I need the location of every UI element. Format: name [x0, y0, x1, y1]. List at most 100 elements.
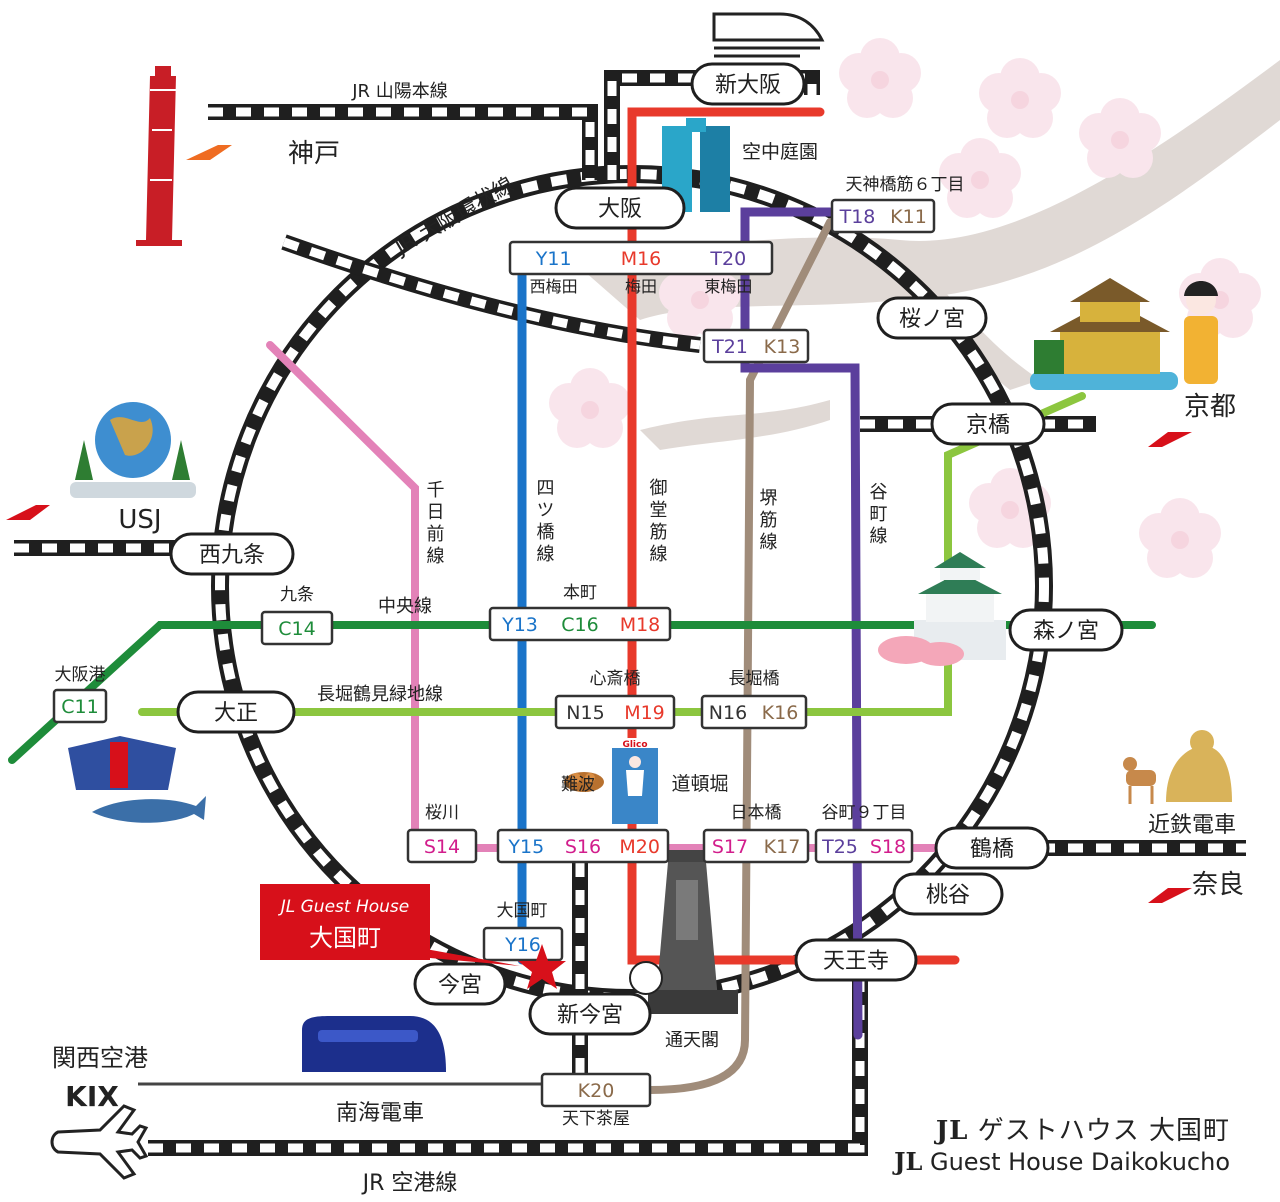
hub-umeda-name-0: 西梅田: [530, 277, 578, 296]
midosuji-line-label: 御堂筋線: [647, 478, 668, 566]
station-tsuruhashi-label: 鶴橋: [970, 837, 1014, 862]
direction-arrows: [6, 145, 1192, 903]
hub-shinsaibashi-box[interactable]: [554, 694, 676, 730]
shinkansen-icon: [712, 12, 825, 58]
hub-osakako-box[interactable]: [52, 688, 108, 724]
tanimachi-line-label: 谷町線: [867, 482, 888, 548]
nagahori-line-label: 長堀鶴見緑地線: [317, 684, 443, 705]
station-code-c11: C11: [61, 696, 98, 718]
station-shin-imamiya-label: 新今宮: [557, 1003, 623, 1028]
jr-sanyo-track: [208, 104, 598, 180]
station-osaka-pill[interactable]: [554, 186, 686, 230]
yotsubashi-line-label: 四ツ橋線: [534, 478, 555, 566]
station-code-n16: N16: [709, 702, 747, 724]
hub-namba-box[interactable]: [496, 828, 670, 864]
station-code-s16: S16: [565, 836, 601, 858]
station-sakuranomiya-pill[interactable]: [876, 296, 988, 340]
station-code-c14: C14: [278, 618, 315, 640]
station-code-t21: T21: [711, 336, 748, 358]
station-code-m20: M20: [619, 836, 660, 858]
hub-tengachaya-box[interactable]: [540, 1072, 652, 1108]
station-osaka-label: 大阪: [598, 197, 642, 222]
jr-sanyo-label: JR 山陽本線: [351, 81, 448, 102]
station-code-k17: K17: [764, 836, 801, 858]
hub-t21k13-box[interactable]: [702, 328, 810, 364]
airplane-icon: [50, 1104, 149, 1180]
station-code-k16: K16: [762, 702, 799, 724]
station-code-y11: Y11: [535, 248, 572, 270]
kobe-label: 神戸: [288, 139, 340, 169]
guesthouse-callout: JL Guest House 大国町: [260, 884, 566, 989]
station-kyobashi-pill[interactable]: [930, 402, 1046, 446]
kyoto-label: 京都: [1184, 392, 1236, 422]
hub-tanimachi9-name: 谷町９丁目: [822, 803, 907, 823]
hub-nagahoribashi-box[interactable]: [700, 694, 808, 730]
hub-umeda-box[interactable]: [508, 240, 774, 276]
hub-kujo-box[interactable]: [260, 610, 334, 646]
station-morinomiya-label: 森ノ宮: [1033, 619, 1099, 644]
guesthouse-star-icon: [518, 944, 566, 989]
station-code-c16: C16: [561, 614, 598, 636]
station-sakuranomiya-label: 桜ノ宮: [899, 307, 965, 332]
glico-label: Glico: [622, 740, 647, 750]
hub-tengachaya-name: 天下茶屋: [562, 1109, 630, 1129]
guesthouse-station: 大国町: [309, 924, 381, 952]
hub-tenjinbashi-name: 天神橋筋６丁目: [846, 175, 965, 195]
usj-label: USJ: [118, 505, 161, 535]
station-code-y16: Y16: [504, 934, 541, 956]
station-code-k11: K11: [890, 206, 927, 228]
hub-sakuragawa-box[interactable]: [406, 828, 478, 864]
station-tennoji-pill[interactable]: [794, 938, 918, 982]
station-kyobashi-label: 京橋: [966, 413, 1010, 438]
kobe-tower-illustration: [136, 66, 182, 246]
jr-track-stripes: [282, 237, 701, 350]
station-taisho-pill[interactable]: [176, 690, 296, 734]
station-code-m18: M18: [620, 614, 661, 636]
station-nishikujo-pill[interactable]: [169, 532, 295, 576]
hub-nipponbashi-box[interactable]: [702, 828, 810, 864]
hub-umeda-name-2: 東梅田: [704, 277, 752, 296]
osaka-castle-illustration: [878, 552, 1006, 666]
chuo-line-label: 中央線: [378, 596, 432, 617]
footer-jp-line: JL ゲストハウス 大国町: [894, 1110, 1230, 1147]
station-nishikujo-label: 西九条: [199, 543, 265, 568]
hub-nagahoribashi-name: 長堀橋: [729, 669, 780, 689]
station-code-y13: Y13: [501, 614, 538, 636]
hub-tenjinbashi-box[interactable]: [830, 198, 936, 234]
station-code-n15: N15: [566, 702, 604, 724]
hub-honmachi-box[interactable]: [488, 606, 672, 642]
station-tsuruhashi-pill[interactable]: [934, 826, 1050, 870]
sennichimae-line-label: 千日前線: [424, 480, 445, 568]
nara-label: 奈良: [1192, 870, 1244, 900]
jr-loop-label: JR 大阪環状線: [389, 172, 517, 260]
hub-honmachi-name: 本町: [563, 583, 597, 603]
station-code-s17: S17: [712, 836, 748, 858]
usj-arrow-icon: [6, 505, 100, 520]
footer-en-line: JL Guest House Daikokucho: [894, 1147, 1230, 1176]
kaiyukan-illustration: [68, 736, 206, 823]
station-imamiya-label: 今宮: [438, 973, 482, 998]
station-shin-osaka-pill[interactable]: [690, 62, 806, 106]
station-imamiya-pill[interactable]: [413, 962, 507, 1006]
nankai-train-illustration: [302, 1016, 446, 1072]
station-code-t18: T18: [839, 206, 876, 228]
hub-tanimachi9-box[interactable]: [814, 828, 914, 864]
footer: JL ゲストハウス 大国町 JL Guest House Daikokucho: [894, 1110, 1230, 1176]
midosuji-line-path: [627, 107, 960, 965]
tanimachi-line-path: [740, 207, 863, 1040]
station-shin-imamiya-pill[interactable]: [528, 992, 652, 1036]
kansai-airport-label: 関西空港: [52, 1044, 148, 1072]
station-morinomiya-pill[interactable]: [1008, 608, 1124, 652]
station-momodani-pill[interactable]: [892, 872, 1004, 916]
kyoto-arrow-icon: [1104, 432, 1192, 447]
sakaisuji-line-label: 堺筋線: [757, 488, 778, 554]
hub-daikokucho-name: 大国町: [497, 901, 548, 921]
kix-label: KIX: [65, 1080, 119, 1113]
glico-sign-illustration: Glico: [612, 738, 658, 824]
kobe-arrow-icon: [186, 145, 275, 160]
tsutenkaku-label: 通天閣: [665, 1030, 719, 1051]
nara-deer-buddha-illustration: [1123, 730, 1232, 804]
